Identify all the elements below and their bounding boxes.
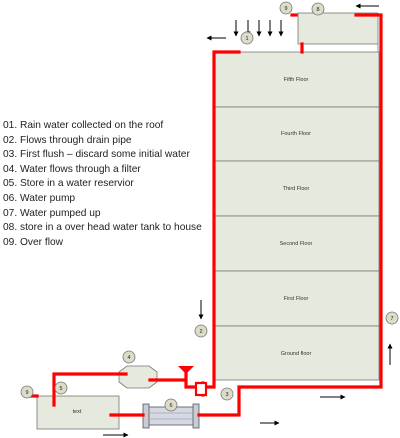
legend-item: 02. Flows through drain pipe: [3, 134, 132, 146]
floor-third: [213, 160, 380, 217]
valve: [178, 366, 194, 374]
step-marker-1: [240, 31, 254, 45]
step-marker-label: 5: [59, 386, 62, 392]
step-marker-label: 9: [284, 6, 287, 12]
floor-first: [213, 270, 380, 327]
reservoir-label: text: [73, 409, 82, 415]
step-marker-3: [220, 387, 234, 401]
step-marker-9-reservoir: [20, 385, 34, 399]
step-marker-label: 1: [245, 36, 248, 42]
step-marker-2: [194, 324, 208, 338]
legend-item: 04. Water flows through a filter: [3, 163, 141, 175]
water-pump: [142, 403, 200, 429]
step-marker-9-tank: [279, 1, 293, 15]
step-marker-label: 8: [316, 7, 319, 13]
step-marker-label: 9: [25, 390, 28, 396]
floor-fourth: [213, 106, 380, 162]
step-marker-4: [122, 350, 136, 364]
building: Fifth Floor Fourth Floor Third Floor Sec…: [213, 51, 380, 381]
legend-item: 03. First flush – discard some initial w…: [3, 149, 190, 161]
step-markers: 1 2 3 4 5 6 7 8 9 9: [20, 1, 399, 412]
floor-ground: [213, 325, 380, 381]
floor-second: [213, 215, 380, 272]
step-marker-label: 2: [199, 329, 202, 335]
legend-item: 05. Store in a water reservior: [3, 178, 134, 190]
step-marker-6: [164, 398, 178, 412]
drain-pipe: [205, 50, 241, 389]
filter-to-junction-pipe: [148, 378, 200, 389]
filter: [118, 365, 158, 389]
step-legend: 01. Rain water collected on the roof 02.…: [3, 119, 208, 250]
step-marker-7: [385, 311, 399, 325]
legend-item: 09. Over flow: [3, 236, 64, 248]
legend-item: 08. store in a over head water tank to h…: [3, 222, 202, 234]
floor-label-second: Second Floor: [280, 241, 313, 247]
legend-item: 07. Water pumped up: [3, 207, 101, 219]
first-flush-chamber: [194, 381, 208, 397]
floor-fifth: [213, 51, 380, 108]
step-marker-label: 7: [390, 316, 393, 322]
water-reservoir: [36, 395, 120, 430]
step-marker-5: [54, 381, 68, 395]
floor-label-third: Third Floor: [283, 186, 310, 192]
overhead-water-tank: [297, 12, 379, 45]
pump-rise-pipe: [197, 13, 383, 417]
step-marker-label: 6: [169, 403, 172, 409]
floor-label-ground: Ground floor: [281, 351, 312, 357]
filter-to-reservoir-pipe: [52, 372, 128, 407]
floor-label-fourth: Fourth Floor: [281, 131, 311, 137]
floor-label-fifth: Fifth Floor: [284, 77, 309, 83]
floor-label-first: First Floor: [284, 296, 309, 302]
step-marker-label: 4: [127, 355, 130, 361]
legend-item: 01. Rain water collected on the roof: [3, 120, 164, 131]
step-marker-label: 3: [225, 392, 228, 398]
step-marker-8: [311, 2, 325, 16]
legend-item: 06. Water pump: [3, 192, 76, 204]
